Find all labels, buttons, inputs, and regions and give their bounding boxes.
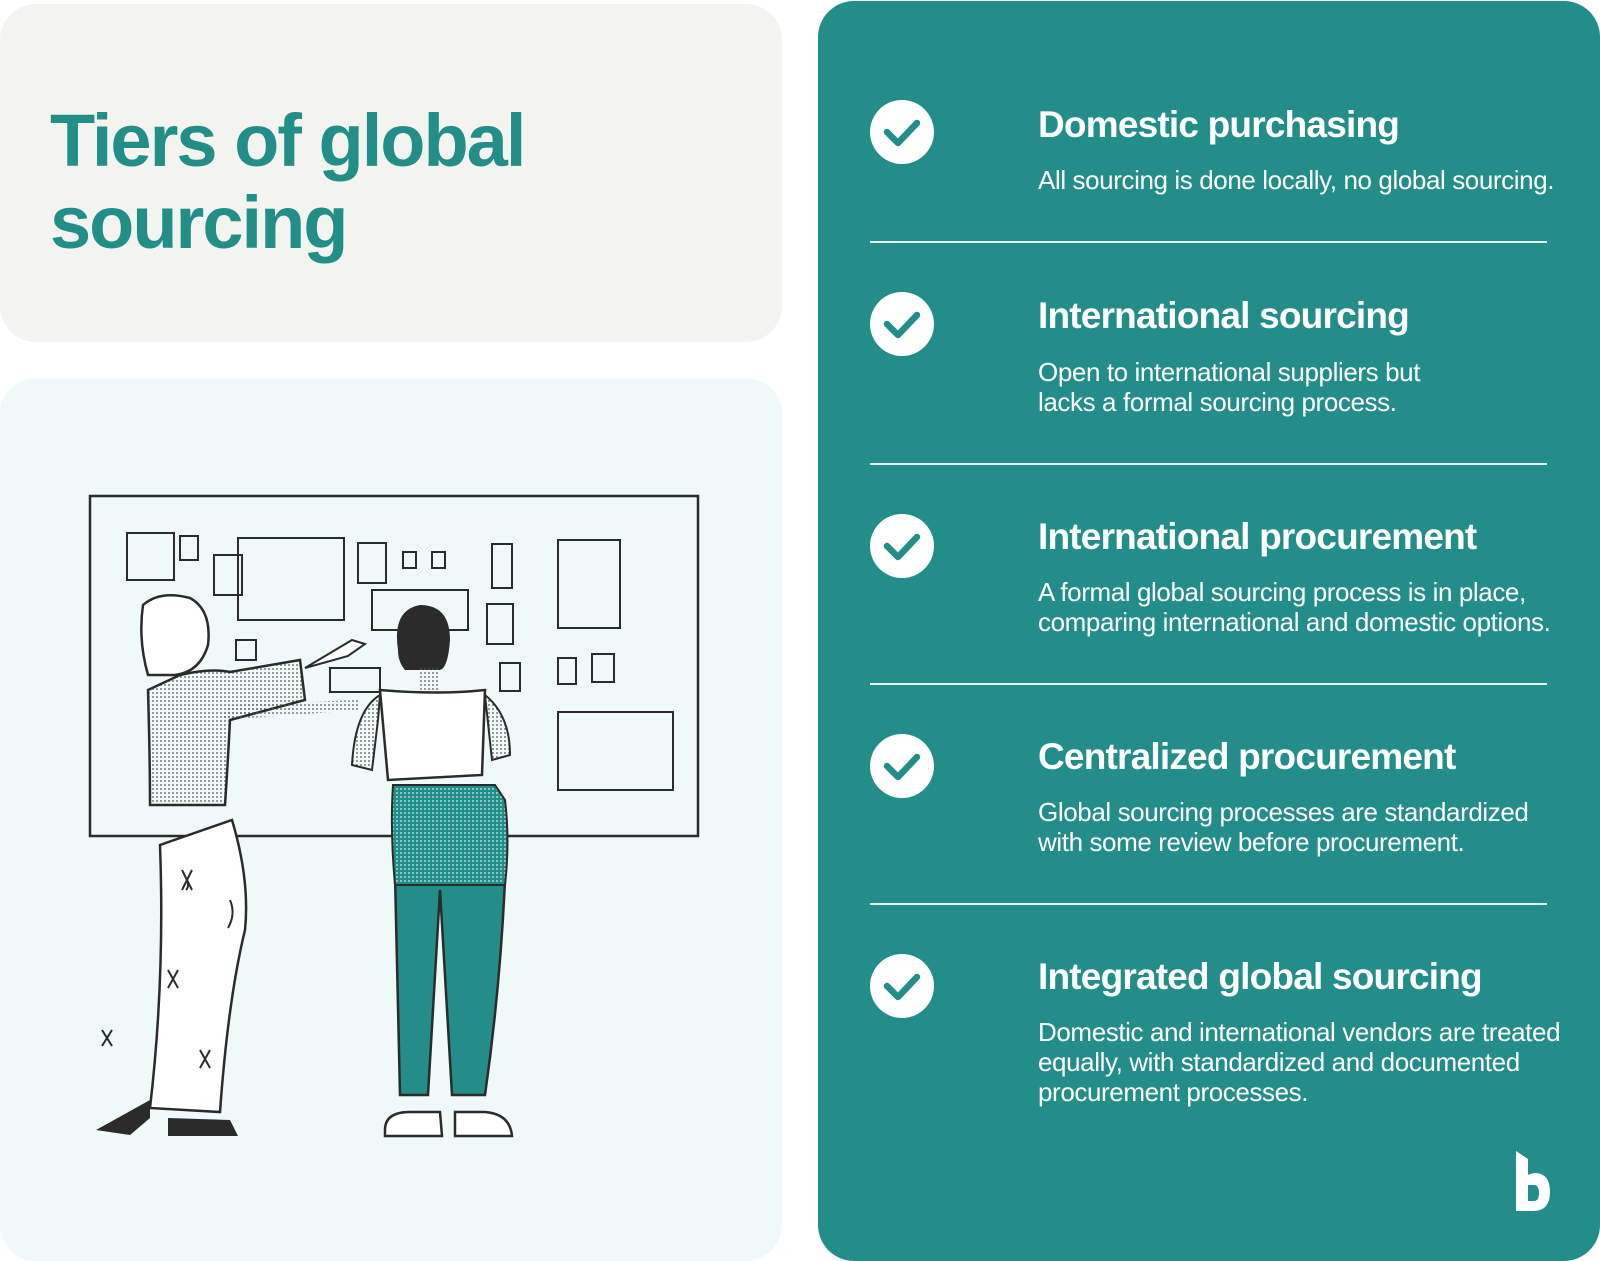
board-note [237,537,345,621]
tier-description: All sourcing is done locally, no global … [1038,165,1555,195]
people-at-board-illustration [88,494,700,1138]
board-note [357,542,387,584]
board-note [591,653,615,683]
divider [870,241,1547,243]
tier-description: Global sourcing processes are standardiz… [1038,797,1529,857]
board-note [557,539,621,629]
divider [870,463,1547,465]
board-note [329,667,381,693]
board-note [499,662,521,692]
board-note [557,657,577,685]
board-note [431,551,446,569]
person-right [350,605,514,1138]
check-circle-icon [870,734,934,798]
check-circle-icon [870,292,934,356]
board-note [126,532,175,581]
illustration-card [0,378,782,1261]
divider [870,903,1547,905]
board-note [486,603,514,645]
board-note [179,535,199,561]
check-circle-icon [870,100,934,164]
board-note [557,711,674,791]
tiers-panel: Domestic purchasing All sourcing is done… [818,1,1600,1261]
tier-description: Open to international suppliers but lack… [1038,357,1421,417]
page-title: Tiers of global sourcing [50,99,526,264]
tier-heading: Integrated global sourcing [1038,956,1483,997]
check-circle-icon [870,954,934,1018]
board-note [402,551,417,569]
board-note [213,554,243,596]
tier-heading: International procurement [1038,516,1477,557]
title-card: Tiers of global sourcing [0,4,782,342]
board-note [491,543,513,589]
b-logo-icon [1516,1151,1550,1211]
tier-description: A formal global sourcing process is in p… [1038,577,1551,637]
check-circle-icon [870,514,934,578]
board-note [235,639,257,661]
tier-heading: International sourcing [1038,295,1410,336]
divider [870,683,1547,685]
person-left [96,593,368,1136]
tier-description: Domestic and international vendors are t… [1038,1017,1561,1107]
tier-heading: Domestic purchasing [1038,104,1400,145]
tier-heading: Centralized procurement [1038,736,1456,777]
